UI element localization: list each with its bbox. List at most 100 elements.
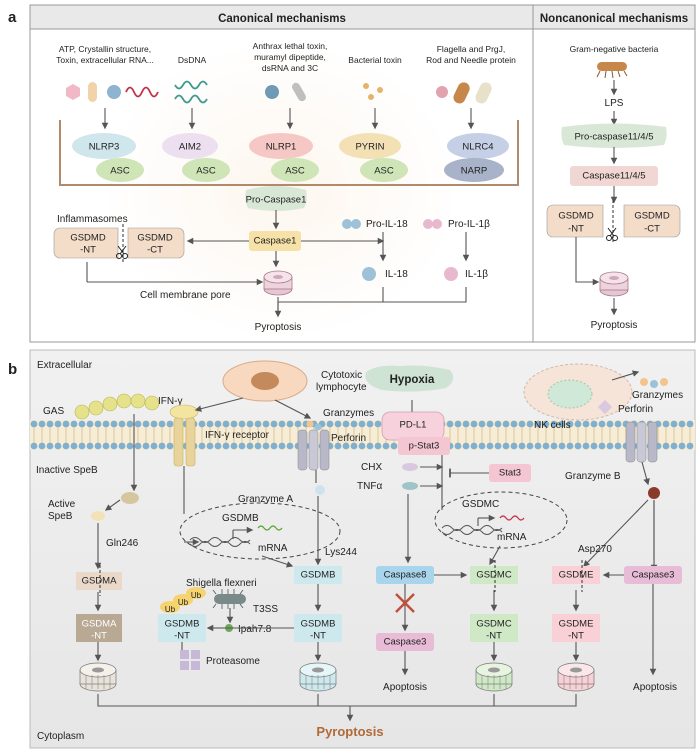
granzyme-a-icon bbox=[315, 485, 325, 495]
lipid-head bbox=[462, 442, 470, 450]
lipid-head bbox=[350, 420, 358, 428]
lipid-head bbox=[94, 442, 102, 450]
perforin-label: Perforin bbox=[331, 433, 366, 444]
nlrc4-label: NLRC4 bbox=[462, 142, 493, 153]
nk-nucleus bbox=[547, 379, 593, 409]
aim2-sensor bbox=[162, 133, 218, 159]
asp270-label: Asp270 bbox=[578, 544, 612, 555]
lipid-head bbox=[198, 420, 206, 428]
inactive-speb-icon bbox=[121, 492, 139, 504]
lipid-head bbox=[214, 442, 222, 450]
lipid-head bbox=[238, 420, 246, 428]
narp-label: NARP bbox=[461, 166, 487, 177]
gsdme-label: GSDME bbox=[559, 570, 594, 581]
gas-label: GAS bbox=[43, 406, 64, 417]
gsdma-nt-line1: GSDMA bbox=[82, 619, 118, 630]
lipid-head bbox=[62, 420, 70, 428]
lipid-head bbox=[126, 420, 134, 428]
ifn-label: IFN-γ bbox=[158, 396, 182, 407]
ubiquitin-icon bbox=[160, 587, 206, 613]
asc-adaptor-1 bbox=[96, 158, 144, 182]
lipid-head bbox=[558, 442, 566, 450]
lipid-head bbox=[102, 442, 110, 450]
il18-label: IL-18 bbox=[385, 269, 408, 280]
needle-icon bbox=[475, 82, 492, 104]
arrow-gzmb-gsdme bbox=[583, 499, 649, 567]
pro-il18-icon bbox=[342, 219, 352, 229]
lipid-head bbox=[334, 420, 342, 428]
gsdmd-ct-line1: GSDMD bbox=[137, 233, 173, 244]
lipid-head bbox=[678, 442, 686, 450]
granzymes2-label: Granzymes bbox=[632, 390, 683, 401]
lipid-head bbox=[670, 420, 678, 428]
lipid-head bbox=[46, 420, 54, 428]
lipid-head bbox=[494, 442, 502, 450]
caspase1-box bbox=[249, 231, 301, 251]
pore-icon bbox=[263, 270, 293, 296]
lipid-head bbox=[270, 442, 278, 450]
lipid-head bbox=[206, 420, 214, 428]
lipid-head bbox=[150, 442, 158, 450]
lipid-head bbox=[390, 442, 398, 450]
lipid-head bbox=[662, 420, 670, 428]
lipid-head bbox=[30, 442, 38, 450]
lipid-head bbox=[686, 442, 694, 450]
lipid-head bbox=[166, 420, 174, 428]
nc-gsdmd-nt-box bbox=[546, 204, 604, 238]
caspase1145-label: Caspase11/4/5 bbox=[582, 171, 645, 182]
lipid-head bbox=[134, 420, 142, 428]
pro-il18-icon-2 bbox=[351, 219, 361, 229]
pro-il1b-icon bbox=[423, 219, 433, 229]
lipid-head bbox=[574, 420, 582, 428]
narp-adaptor bbox=[444, 158, 504, 182]
noncanonical-header bbox=[532, 4, 696, 30]
trigger-aim2: DsDNA bbox=[178, 55, 207, 65]
lipid-head bbox=[454, 442, 462, 450]
bacterial-toxin-icon bbox=[363, 83, 369, 89]
caspase8-label: Caspase8 bbox=[384, 570, 427, 581]
canonical-header bbox=[29, 4, 534, 30]
gsdme-box bbox=[552, 566, 600, 584]
gsdmb-gene-label: GSDMB bbox=[222, 513, 259, 524]
arrow-inactive-active bbox=[104, 499, 121, 511]
lipid-head bbox=[222, 420, 230, 428]
bacterial-toxin-dot bbox=[368, 94, 374, 100]
gsdma-pore-icon bbox=[79, 662, 117, 692]
lipid-head bbox=[518, 442, 526, 450]
pyrin-sensor bbox=[339, 133, 401, 159]
trigger-pyrin: Bacterial toxin bbox=[348, 55, 402, 65]
lipid-head bbox=[78, 442, 86, 450]
trigger-nlrp3: ATP, Crystallin structure, bbox=[59, 44, 151, 54]
lipid-head bbox=[134, 442, 142, 450]
nc-gsdmd-ct-line1: GSDMD bbox=[634, 211, 670, 222]
lipid-head bbox=[558, 420, 566, 428]
nc-gsdmd-nt-line1: GSDMD bbox=[558, 211, 594, 222]
nc-gsdmd-nt-line2: -NT bbox=[568, 224, 584, 235]
block-cross-icon bbox=[395, 593, 415, 613]
lipid-head bbox=[238, 442, 246, 450]
gsdmc-box bbox=[470, 566, 518, 584]
caspase1145-box bbox=[570, 166, 658, 186]
il1b-icon bbox=[444, 267, 458, 281]
perforin-icon bbox=[597, 399, 613, 415]
lipid-head bbox=[566, 420, 574, 428]
panel-a-letter: a bbox=[8, 9, 17, 26]
lipid-head bbox=[222, 442, 230, 450]
gas-bacteria-icon bbox=[74, 393, 160, 420]
flagella-icon bbox=[436, 86, 448, 98]
nlrp3-sensor bbox=[72, 133, 136, 159]
lipid-head bbox=[262, 442, 270, 450]
lipid-head bbox=[94, 420, 102, 428]
gsdma-nt-box bbox=[76, 614, 122, 642]
lipid-head bbox=[326, 420, 334, 428]
lipid-head bbox=[590, 420, 598, 428]
bacterial-toxin-dot bbox=[377, 87, 383, 93]
lipid-head bbox=[614, 420, 622, 428]
ctl-line2: lymphocyte bbox=[316, 382, 367, 393]
lipid-head bbox=[198, 442, 206, 450]
lipid-head bbox=[102, 420, 110, 428]
gsdmb-nt-ub-line2: -NT bbox=[174, 631, 190, 642]
lipid-head bbox=[598, 442, 606, 450]
nlrp3-label: NLRP3 bbox=[89, 142, 120, 153]
